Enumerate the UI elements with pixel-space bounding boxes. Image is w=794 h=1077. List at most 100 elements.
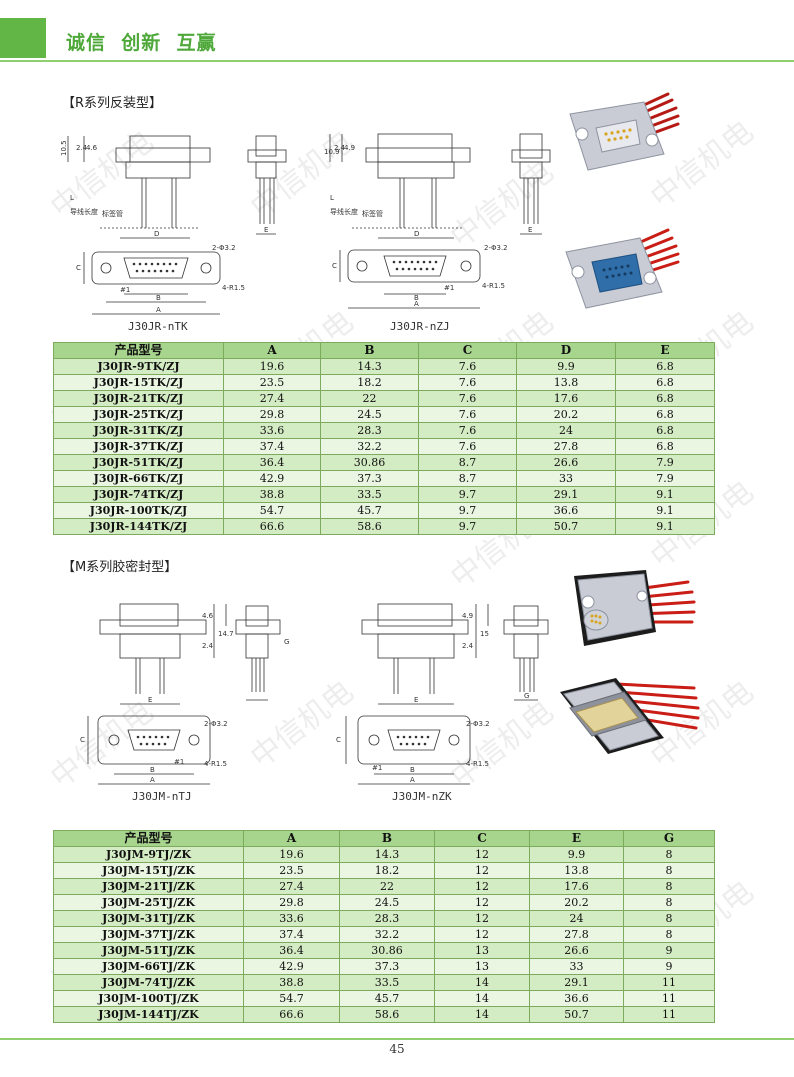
dim-label: B [156,294,161,302]
value-cell: 29.1 [516,486,616,503]
value-cell: 23.5 [223,374,321,391]
table-header-cell: D [516,342,616,359]
dim-label: A [410,776,415,784]
value-cell: 37.3 [320,470,419,487]
dim-label: L [70,194,74,202]
model-cell: J30JM-31TJ/ZK [53,910,244,927]
value-cell: 8 [623,846,715,863]
drawing-caption-j30jm-ntj: J30JM-nTJ [132,790,192,803]
dim-label: 4-R1.5 [204,760,227,768]
value-cell: 24.5 [339,894,435,911]
value-cell: 8 [623,910,715,927]
dim-label: 2-Φ3.2 [466,720,490,728]
value-cell: 14.3 [339,846,435,863]
dim-label: C [336,736,341,744]
value-cell: 30.86 [339,942,435,959]
value-cell: 42.9 [223,470,321,487]
dim-label: B [150,766,155,774]
value-cell: 11 [623,990,715,1007]
dim-label: A [414,300,419,308]
value-cell: 8 [623,894,715,911]
model-cell: J30JR-144TK/ZJ [53,518,224,535]
label-tube-label: 标签管 [362,209,383,218]
model-cell: J30JM-100TJ/ZK [53,990,244,1007]
value-cell: 7.6 [418,406,517,423]
value-cell: 19.6 [243,846,340,863]
value-cell: 13.8 [516,374,616,391]
value-cell: 33.6 [243,910,340,927]
value-cell: 38.8 [223,486,321,503]
value-cell: 27.4 [243,878,340,895]
drawing-j30jm-ntj: 4.6 14.7 2.4 E [74,600,234,710]
model-cell: J30JM-144TJ/ZK [53,1006,244,1023]
value-cell: 7.6 [418,390,517,407]
dim-label: E [264,226,268,234]
table-header-cell: B [320,342,419,359]
value-cell: 12 [434,878,530,895]
value-cell: 6.8 [615,358,715,375]
value-cell: 26.6 [516,454,616,471]
drawing-j30jr-ntk: 10.5 2.4 4.6 L 导线长度 标签管 D C B A 2-Φ3.2 4… [60,128,260,338]
dim-label: 2-Φ3.2 [212,244,236,252]
model-cell: J30JR-100TK/ZJ [53,502,224,519]
dim-label: 10.5 [60,140,68,156]
value-cell: 14 [434,990,530,1007]
value-cell: 50.7 [529,1006,624,1023]
page-number: 45 [389,1042,405,1056]
value-cell: 33.5 [339,974,435,991]
value-cell: 23.5 [243,862,340,879]
dim-label: 4-R1.5 [466,760,489,768]
value-cell: 12 [434,862,530,879]
model-cell: J30JM-9TJ/ZK [53,846,244,863]
value-cell: 18.2 [320,374,419,391]
dim-label: E [414,696,418,704]
value-cell: 26.6 [529,942,624,959]
model-cell: J30JM-15TJ/ZK [53,862,244,879]
value-cell: 27.8 [516,438,616,455]
side-view-j30jr-nzj: E [508,130,558,240]
value-cell: 8 [623,926,715,943]
dim-label: A [156,306,161,314]
value-cell: 29.8 [223,406,321,423]
table-header-cell: C [434,830,530,847]
dim-label: 4.9 [344,144,355,152]
section-title-m-series: 【M系列胶密封型】 [62,560,178,575]
dim-label: 4.9 [462,612,473,620]
table-header-cell: B [339,830,435,847]
value-cell: 9.9 [529,846,624,863]
model-cell: J30JR-15TK/ZJ [53,374,224,391]
dim-label: E [528,226,532,234]
value-cell: 8.7 [418,470,517,487]
dim-label: A [150,776,155,784]
value-cell: 29.8 [243,894,340,911]
label-tube-label: 标签管 [102,209,123,218]
value-cell: 7.9 [615,454,715,471]
value-cell: 45.7 [339,990,435,1007]
value-cell: 12 [434,894,530,911]
value-cell: 6.8 [615,422,715,439]
dim-label: 4.6 [86,144,98,152]
dim-label: D [414,230,419,238]
model-cell: J30JM-74TJ/ZK [53,974,244,991]
value-cell: 18.2 [339,862,435,879]
drawing-j30jr-nzj: 10.9 2.4 4.9 L 导线长度 标签管 D C B A 2-Φ3.2 4… [322,128,522,338]
section-title-r-series: 【R系列反装型】 [62,96,163,111]
value-cell: 9.9 [516,358,616,375]
dim-label: 2.4 [334,144,346,152]
model-cell: J30JR-21TK/ZJ [53,390,224,407]
value-cell: 50.7 [516,518,616,535]
model-cell: J30JR-51TK/ZJ [53,454,224,471]
table-header-cell: E [615,342,715,359]
value-cell: 11 [623,1006,715,1023]
value-cell: 9.7 [418,502,517,519]
value-cell: 58.6 [339,1006,435,1023]
photo-r-series-socket [560,222,680,322]
